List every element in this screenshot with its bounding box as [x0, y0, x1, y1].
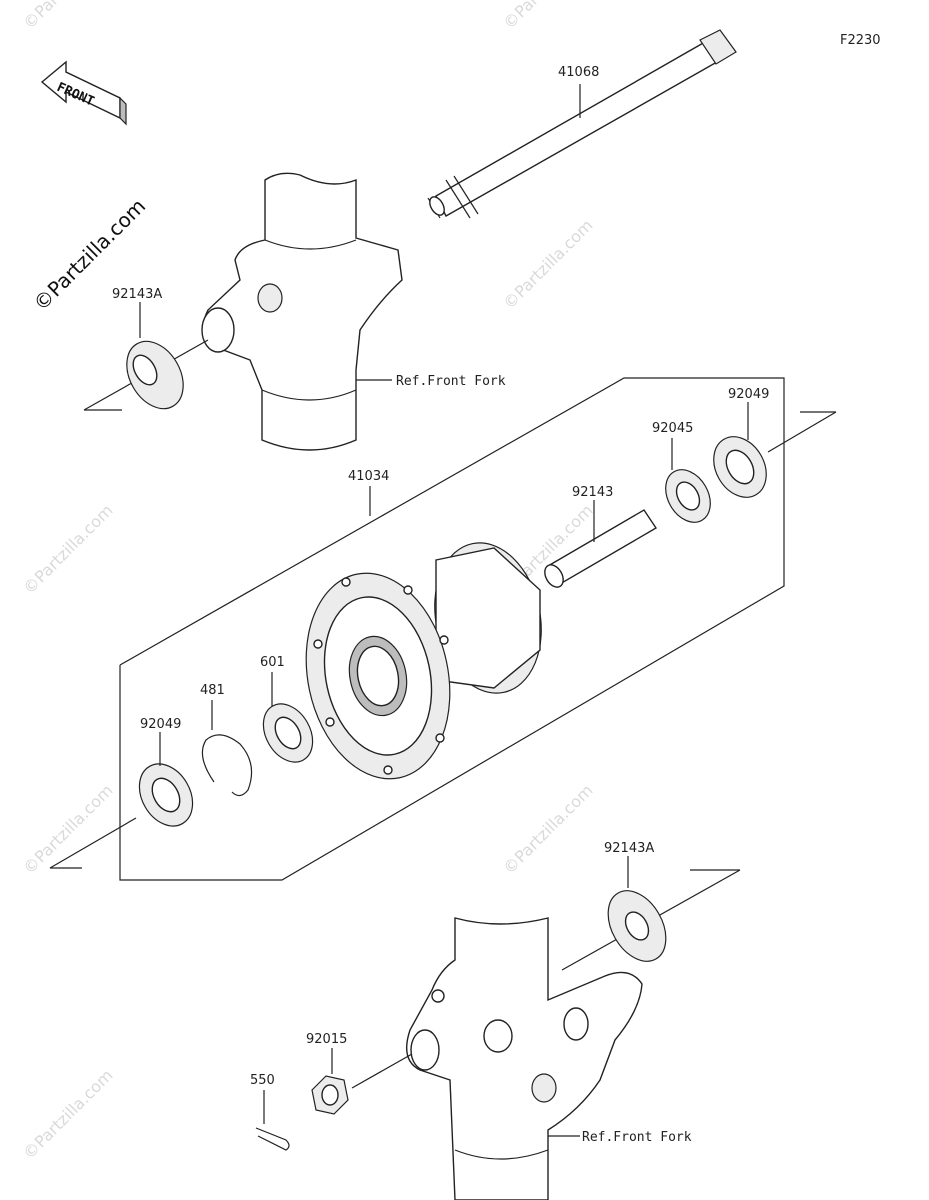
- ref-front-fork-top: Ref.Front Fork: [396, 374, 506, 389]
- label-92143: 92143: [572, 485, 613, 500]
- label-92015: 92015: [306, 1032, 347, 1047]
- label-92045: 92045: [652, 421, 693, 436]
- diagram-code: F2230: [840, 33, 881, 48]
- part-92045-bearing: [665, 438, 711, 523]
- part-92143A-bottom-collar: [561, 856, 741, 971]
- label-601: 601: [260, 655, 285, 670]
- label-41068: 41068: [558, 65, 599, 80]
- label-481: 481: [200, 683, 225, 698]
- label-92143A-top: 92143A: [112, 287, 162, 302]
- watermark: ©Partzilla.com: [19, 0, 116, 33]
- front-fork-top: [201, 172, 403, 451]
- watermark: ©Partzilla.com: [499, 781, 596, 878]
- part-92049-left-seal: [49, 732, 194, 869]
- part-92015-nut: [311, 1048, 413, 1115]
- watermark: ©Partzilla.com: [499, 216, 596, 313]
- part-92049-right-seal: [713, 402, 767, 498]
- part-92143-spacer: [544, 500, 657, 588]
- front-fork-bottom: [406, 917, 643, 1200]
- ref-front-fork-bottom: Ref.Front Fork: [582, 1130, 692, 1145]
- watermark: ©Partzilla.com: [499, 0, 596, 33]
- centerline-right: [767, 411, 837, 453]
- part-481-circlip: [201, 700, 253, 797]
- watermark: ©Partzilla.com: [19, 781, 116, 878]
- label-92049-left: 92049: [140, 717, 181, 732]
- watermark: ©Partzilla.com: [19, 1066, 116, 1163]
- part-41068-axle: [427, 29, 737, 219]
- label-92049-right: 92049: [728, 387, 769, 402]
- part-601-bearing: [262, 672, 314, 763]
- label-41034: 41034: [348, 469, 389, 484]
- label-92143A-bottom: 92143A: [604, 841, 654, 856]
- watermark: ©Partzilla.com: [19, 501, 116, 598]
- assembly-outline: [119, 377, 785, 881]
- front-arrow-icon: FRONT: [40, 60, 127, 126]
- part-550-cotter-pin: [255, 1090, 290, 1151]
- part-92143A-top-collar: [83, 302, 209, 411]
- part-41034-hub: [305, 542, 542, 780]
- label-550: 550: [250, 1073, 275, 1088]
